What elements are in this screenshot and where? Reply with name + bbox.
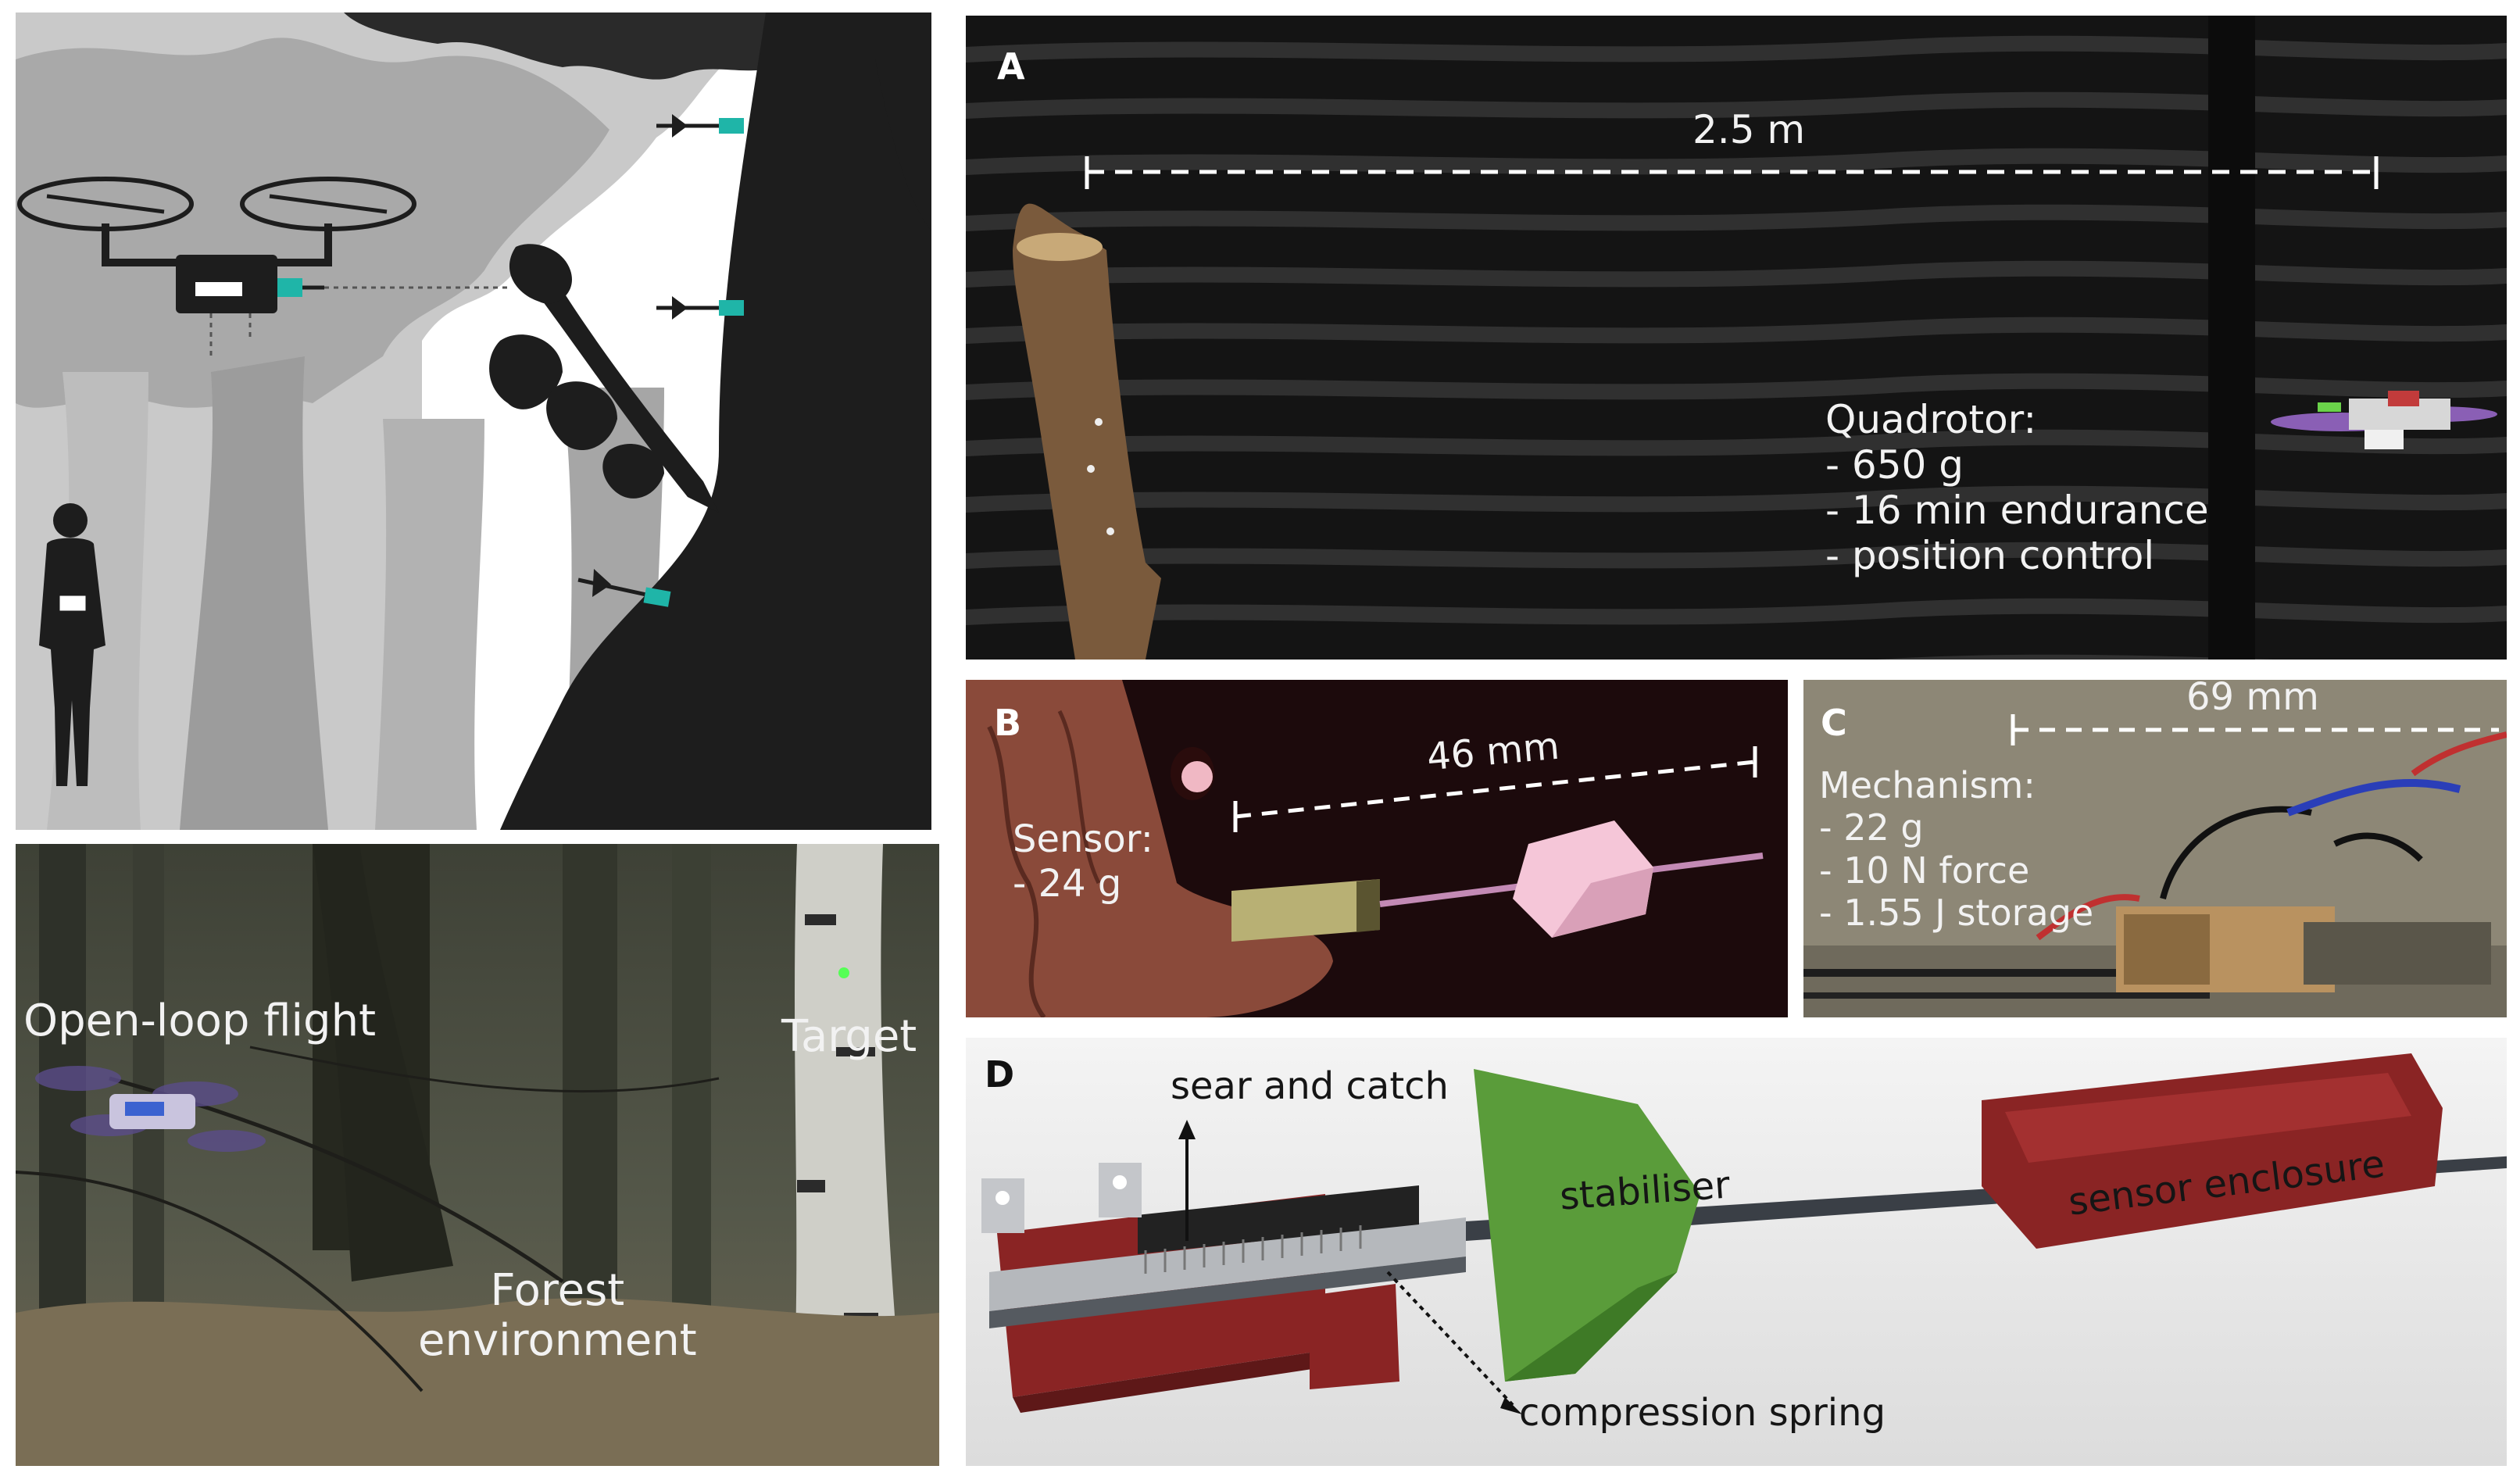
compression-spring-label: compression spring <box>1519 1391 1886 1435</box>
panel-b-spec: Sensor: - 24 g <box>1013 817 1153 906</box>
forest-photo-panel: Open-loop flight Target Forest environme… <box>16 844 939 1466</box>
quadrotor-icon <box>2271 391 2497 449</box>
panel-c: C 69 mm Mechanism: - 22 g - 10 N force -… <box>1803 680 2507 1017</box>
panel-b-scene <box>966 680 1764 1017</box>
target-label: Target <box>781 1011 917 1062</box>
quadrotor-icon <box>35 1066 266 1152</box>
sear-and-catch-label: sear and catch <box>1171 1064 1449 1108</box>
illustration-panel <box>16 13 931 830</box>
dart-icon <box>656 114 744 138</box>
panel-b-letter: B <box>994 702 1022 744</box>
panel-d-render <box>966 1038 2507 1466</box>
person-icon <box>39 503 105 786</box>
forest-environment-label: Forest environment <box>418 1265 697 1367</box>
panel-c-scene <box>1803 680 2507 1017</box>
panel-a-letter: A <box>997 45 1025 88</box>
panel-a: A 2.5 m Quadrotor: - 650 g - 16 min endu… <box>966 16 2507 660</box>
panel-c-spec: Mechanism: - 22 g - 10 N force - 1.55 J … <box>1819 764 2094 934</box>
dart-icon <box>656 296 744 320</box>
panel-c-letter: C <box>1821 702 1847 744</box>
panel-a-distance: 2.5 m <box>1693 107 1806 152</box>
panel-b: B 46 mm Sensor: - 24 g <box>966 680 1788 1017</box>
panel-a-spec: Quadrotor: - 650 g - 16 min endurance - … <box>1825 397 2209 578</box>
dart-icon <box>577 569 671 607</box>
panel-d-letter: D <box>985 1053 1015 1096</box>
forest-scene <box>16 844 939 1466</box>
panel-a-scene <box>966 16 2507 660</box>
panel-c-distance: 69 mm <box>2186 680 2319 719</box>
illustration-drawing <box>16 13 931 830</box>
open-loop-flight-label: Open-loop flight <box>23 996 377 1046</box>
panel-d: D sear and catch stabiliser sensor enclo… <box>966 1038 2507 1466</box>
target-marker-icon <box>838 967 849 978</box>
